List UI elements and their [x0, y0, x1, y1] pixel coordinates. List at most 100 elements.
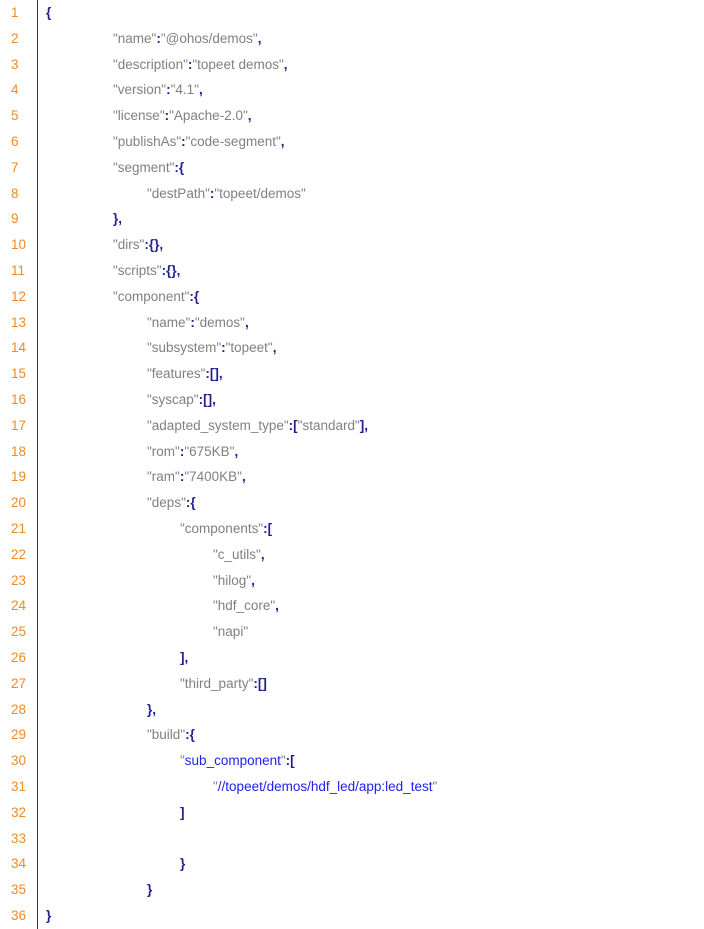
- line-number: 1: [11, 5, 19, 20]
- code-line: 2 "name":"@ohos/demos",: [0, 26, 704, 52]
- json-punctuation: :: [179, 469, 185, 485]
- line-content: "description":"topeet demos",: [113, 52, 288, 78]
- line-number: 31: [11, 778, 27, 794]
- code-line: 11"scripts":{},: [0, 258, 704, 284]
- json-string: "name": [113, 30, 157, 46]
- code-line: 14"subsystem":"topeet",: [0, 335, 704, 361]
- json-punctuation: ,: [275, 598, 279, 614]
- line-number: 28: [11, 701, 27, 717]
- line-content: },: [147, 697, 156, 723]
- line-content: "component":{: [113, 284, 199, 310]
- json-punctuation: :: [156, 30, 161, 46]
- code-line: 31 "//topeet/demos/hdf_led/app:led_test": [0, 774, 704, 800]
- line-content: "version":"4.1",: [113, 77, 203, 103]
- line-number: 36: [11, 907, 27, 923]
- json-punctuation: ],: [359, 417, 369, 433]
- line-number: 2: [11, 30, 19, 46]
- json-string: "675KB": [184, 443, 235, 459]
- line-content: "license":"Apache-2.0",: [113, 103, 252, 129]
- line-number: 8: [11, 185, 19, 201]
- json-punctuation: }: [46, 907, 52, 923]
- line-number: 27: [11, 675, 27, 691]
- line-content: "features":[],: [147, 361, 223, 387]
- json-punctuation: :[: [263, 520, 273, 536]
- code-line: 28},: [0, 697, 704, 723]
- code-line: 17"adapted_system_type":["standard"],: [0, 413, 704, 439]
- line-content: "deps":{: [147, 490, 196, 516]
- line-content: "rom":"675KB",: [147, 439, 238, 465]
- json-string: "components": [180, 520, 264, 536]
- json-punctuation: :[]: [253, 675, 267, 691]
- json-punctuation: :: [179, 443, 185, 459]
- code-line: 29 "build":{: [0, 722, 704, 748]
- line-content: "ram":"7400KB",: [147, 464, 246, 490]
- line-number: 4: [11, 82, 19, 98]
- code-line: 7"segment":{: [0, 155, 704, 181]
- json-string: "segment": [113, 159, 175, 175]
- json-string: "description": [113, 56, 188, 72]
- json-string: ": [432, 778, 438, 794]
- json-punctuation: }: [147, 882, 153, 898]
- json-punctuation: ]: [180, 804, 185, 820]
- line-content: "scripts":{},: [113, 258, 180, 284]
- code-line: 26],: [0, 645, 704, 671]
- line-number: 20: [11, 495, 27, 511]
- json-punctuation: :{: [174, 159, 185, 175]
- json-string: ": [213, 778, 218, 794]
- json-punctuation: ,: [247, 108, 252, 124]
- code-line: 20 "deps":{: [0, 490, 704, 516]
- json-string: "third_party": [180, 675, 254, 691]
- json-highlight-string: //topeet/demos/hdf_led/app:led_test: [217, 778, 433, 794]
- json-punctuation: :: [164, 108, 170, 124]
- line-number: 19: [11, 469, 27, 485]
- json-punctuation: ],: [180, 649, 189, 665]
- line-number-separator: [37, 0, 38, 929]
- code-line: 33: [0, 826, 704, 852]
- json-string: "publishAs": [113, 133, 182, 149]
- line-number: 30: [11, 753, 27, 769]
- code-line: 25"napi": [0, 619, 704, 645]
- line-number: 9: [11, 211, 19, 227]
- code-line: 23"hilog",: [0, 568, 704, 594]
- code-line: 10"dirs":{},: [0, 232, 704, 258]
- json-string: "scripts": [113, 262, 162, 278]
- line-content: "//topeet/demos/hdf_led/app:led_test": [213, 774, 437, 800]
- json-punctuation: ,: [198, 82, 203, 98]
- json-punctuation: :{: [185, 727, 195, 743]
- line-content: "adapted_system_type":["standard"],: [147, 413, 368, 439]
- json-punctuation: :{},: [144, 237, 164, 253]
- json-punctuation: ,: [257, 30, 262, 46]
- code-line: 35}: [0, 877, 704, 903]
- line-number: 16: [11, 391, 27, 407]
- line-content: "build":{: [147, 722, 195, 748]
- code-line: 30"sub_component":[: [0, 748, 704, 774]
- line-content: "sub_component":[: [180, 748, 295, 774]
- json-punctuation: :[: [285, 753, 295, 769]
- json-punctuation: ,: [280, 133, 285, 149]
- json-punctuation: ,: [272, 340, 277, 356]
- code-line: 5"license":"Apache-2.0",: [0, 103, 704, 129]
- json-string: "@ohos/demos": [160, 30, 258, 46]
- json-punctuation: :[: [288, 417, 298, 433]
- code-line: 22"c_utils",: [0, 542, 704, 568]
- json-punctuation: :: [187, 56, 193, 72]
- json-punctuation: :: [209, 185, 215, 201]
- json-punctuation: ,: [244, 314, 249, 330]
- json-string: "c_utils": [213, 546, 261, 562]
- json-punctuation: :: [166, 82, 171, 98]
- json-punctuation: :[],: [205, 366, 223, 382]
- json-string: "name": [147, 314, 191, 330]
- json-punctuation: ,: [241, 469, 246, 485]
- code-line: 13"name":"demos",: [0, 310, 704, 336]
- json-string: ": [180, 753, 185, 769]
- json-string: "4.1": [170, 82, 199, 98]
- json-string: "7400KB": [184, 469, 242, 485]
- line-content: "name":"demos",: [147, 310, 249, 336]
- code-line: 27 "third_party":[]: [0, 671, 704, 697]
- json-string: "demos": [194, 314, 245, 330]
- line-content: {: [46, 0, 51, 26]
- json-punctuation: ,: [283, 56, 288, 72]
- code-line: 32]: [0, 800, 704, 826]
- line-number: 29: [11, 727, 27, 743]
